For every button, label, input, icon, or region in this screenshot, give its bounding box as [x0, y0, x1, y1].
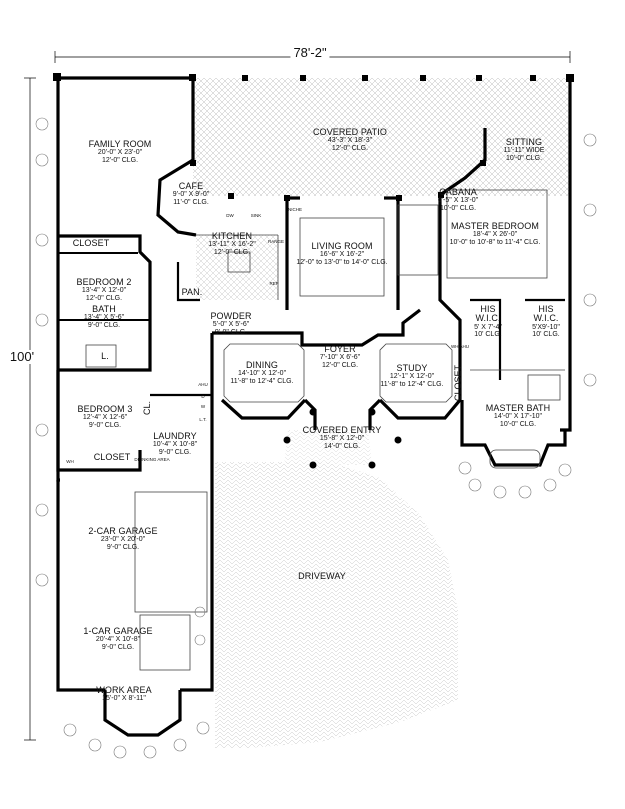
dryer-label: D	[201, 394, 205, 399]
garage-left-wall	[56, 480, 105, 692]
work-area-wall	[103, 690, 182, 737]
laundry-tub-label: L.T.	[199, 417, 207, 422]
ref-label: REF	[269, 281, 279, 286]
landscaping	[35, 117, 597, 759]
driveway-surface	[215, 462, 458, 748]
room-his-wic-2: HIS W.I.C.5'X9'-10"10' CLG.	[532, 304, 560, 339]
sink-label: SINK	[250, 213, 262, 218]
dw-label: DW	[226, 213, 234, 218]
master-walls	[438, 195, 462, 335]
pantry-walls	[176, 262, 200, 302]
walls	[56, 76, 572, 737]
floor-surfaces	[193, 78, 570, 748]
cl-label: CL.	[142, 400, 153, 416]
garage-right-wall	[180, 490, 214, 692]
room-his-wic-1: HIS W.I.C.5' X 7'-4"10' CLG.	[474, 304, 502, 339]
closet-bed2-label: CLOSET	[72, 238, 110, 248]
kitchen-surface	[196, 235, 278, 300]
driveway-label: DRIVEWAY	[298, 571, 346, 581]
master-bath-bottom	[460, 400, 567, 467]
range-label: RANGE	[267, 239, 285, 244]
drinking-area-label: DRINKING AREA	[134, 457, 170, 462]
water-heater-label: WH	[66, 459, 74, 464]
sitting-wall	[439, 128, 487, 197]
depth-dimension: 100'	[9, 349, 35, 364]
top-right-wall	[560, 78, 572, 432]
patio-surface	[193, 78, 570, 196]
columns	[53, 73, 574, 469]
washer-label: W	[200, 404, 206, 409]
niche-label: NICHE	[287, 207, 303, 212]
dining-bottom	[220, 398, 307, 420]
linen-label: L.	[101, 351, 109, 361]
pantry-label: PAN.	[181, 287, 203, 297]
interior-details	[85, 189, 565, 671]
entry-surface	[284, 430, 372, 465]
bed2-walls	[58, 234, 152, 372]
closet-bed3-label: CLOSET	[93, 452, 131, 462]
foyer-walls	[318, 308, 421, 347]
closet-master-label: CLOSET	[453, 364, 464, 402]
study-walls	[378, 335, 462, 420]
wic-walls	[470, 298, 502, 380]
dining-walls	[212, 331, 318, 347]
ahu-label: AHU	[198, 382, 208, 387]
cafe-wall	[156, 158, 197, 237]
wh-ahu-label: WH AHU	[451, 344, 469, 349]
width-dimension: 78'-2"	[290, 46, 330, 60]
